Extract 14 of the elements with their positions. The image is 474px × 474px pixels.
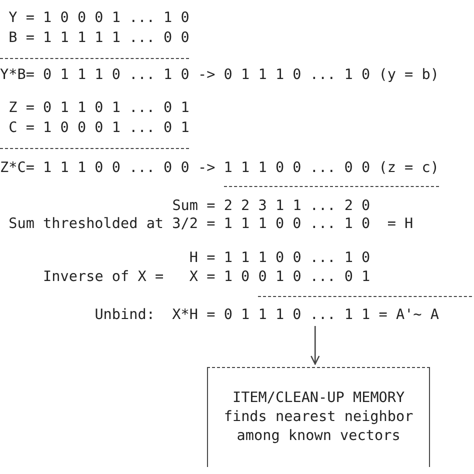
equation-text: Inverse of X =	[43, 268, 164, 286]
equation-text: C = 1 0 0 0 1 ... 0 1	[8, 119, 190, 137]
equation-text: Y = 1 0 0 0 1 ... 1 0	[8, 9, 190, 27]
arrow	[310, 326, 320, 365]
equation-text: X = 1 0 0 1 0 ... 0 1	[189, 268, 370, 286]
equation-text: Unbind: X*H = 0 1 1 1 0 ... 1 1 = A'~ A	[94, 306, 440, 324]
equation-text: Z = 0 1 1 0 1 ... 0 1	[8, 99, 190, 117]
equation-text: Sum = 2 2 3 1 1 ... 2 0	[172, 197, 370, 215]
equation-text: B = 1 1 1 1 1 ... 0 0	[8, 29, 190, 47]
memory-box: ITEM/CLEAN-UP MEMORY finds nearest neighbor among known vectors	[206, 367, 430, 467]
equation-text: H = 1 1 1 0 0 ... 1 0	[189, 249, 370, 267]
equation-text: Z*C= 1 1 1 0 0 ... 0 0 -> 1 1 1 0 0 ... 0 0 (z = c)	[0, 159, 439, 177]
equation-text: Y*B= 0 1 1 1 0 ... 1 0 -> 0 1 1 1 0 ... 1 0 (y = b)	[0, 66, 439, 84]
equation-text: Sum thresholded at 3/2 = 1 1 1 0 0 ... 1 0 = H	[8, 215, 414, 233]
